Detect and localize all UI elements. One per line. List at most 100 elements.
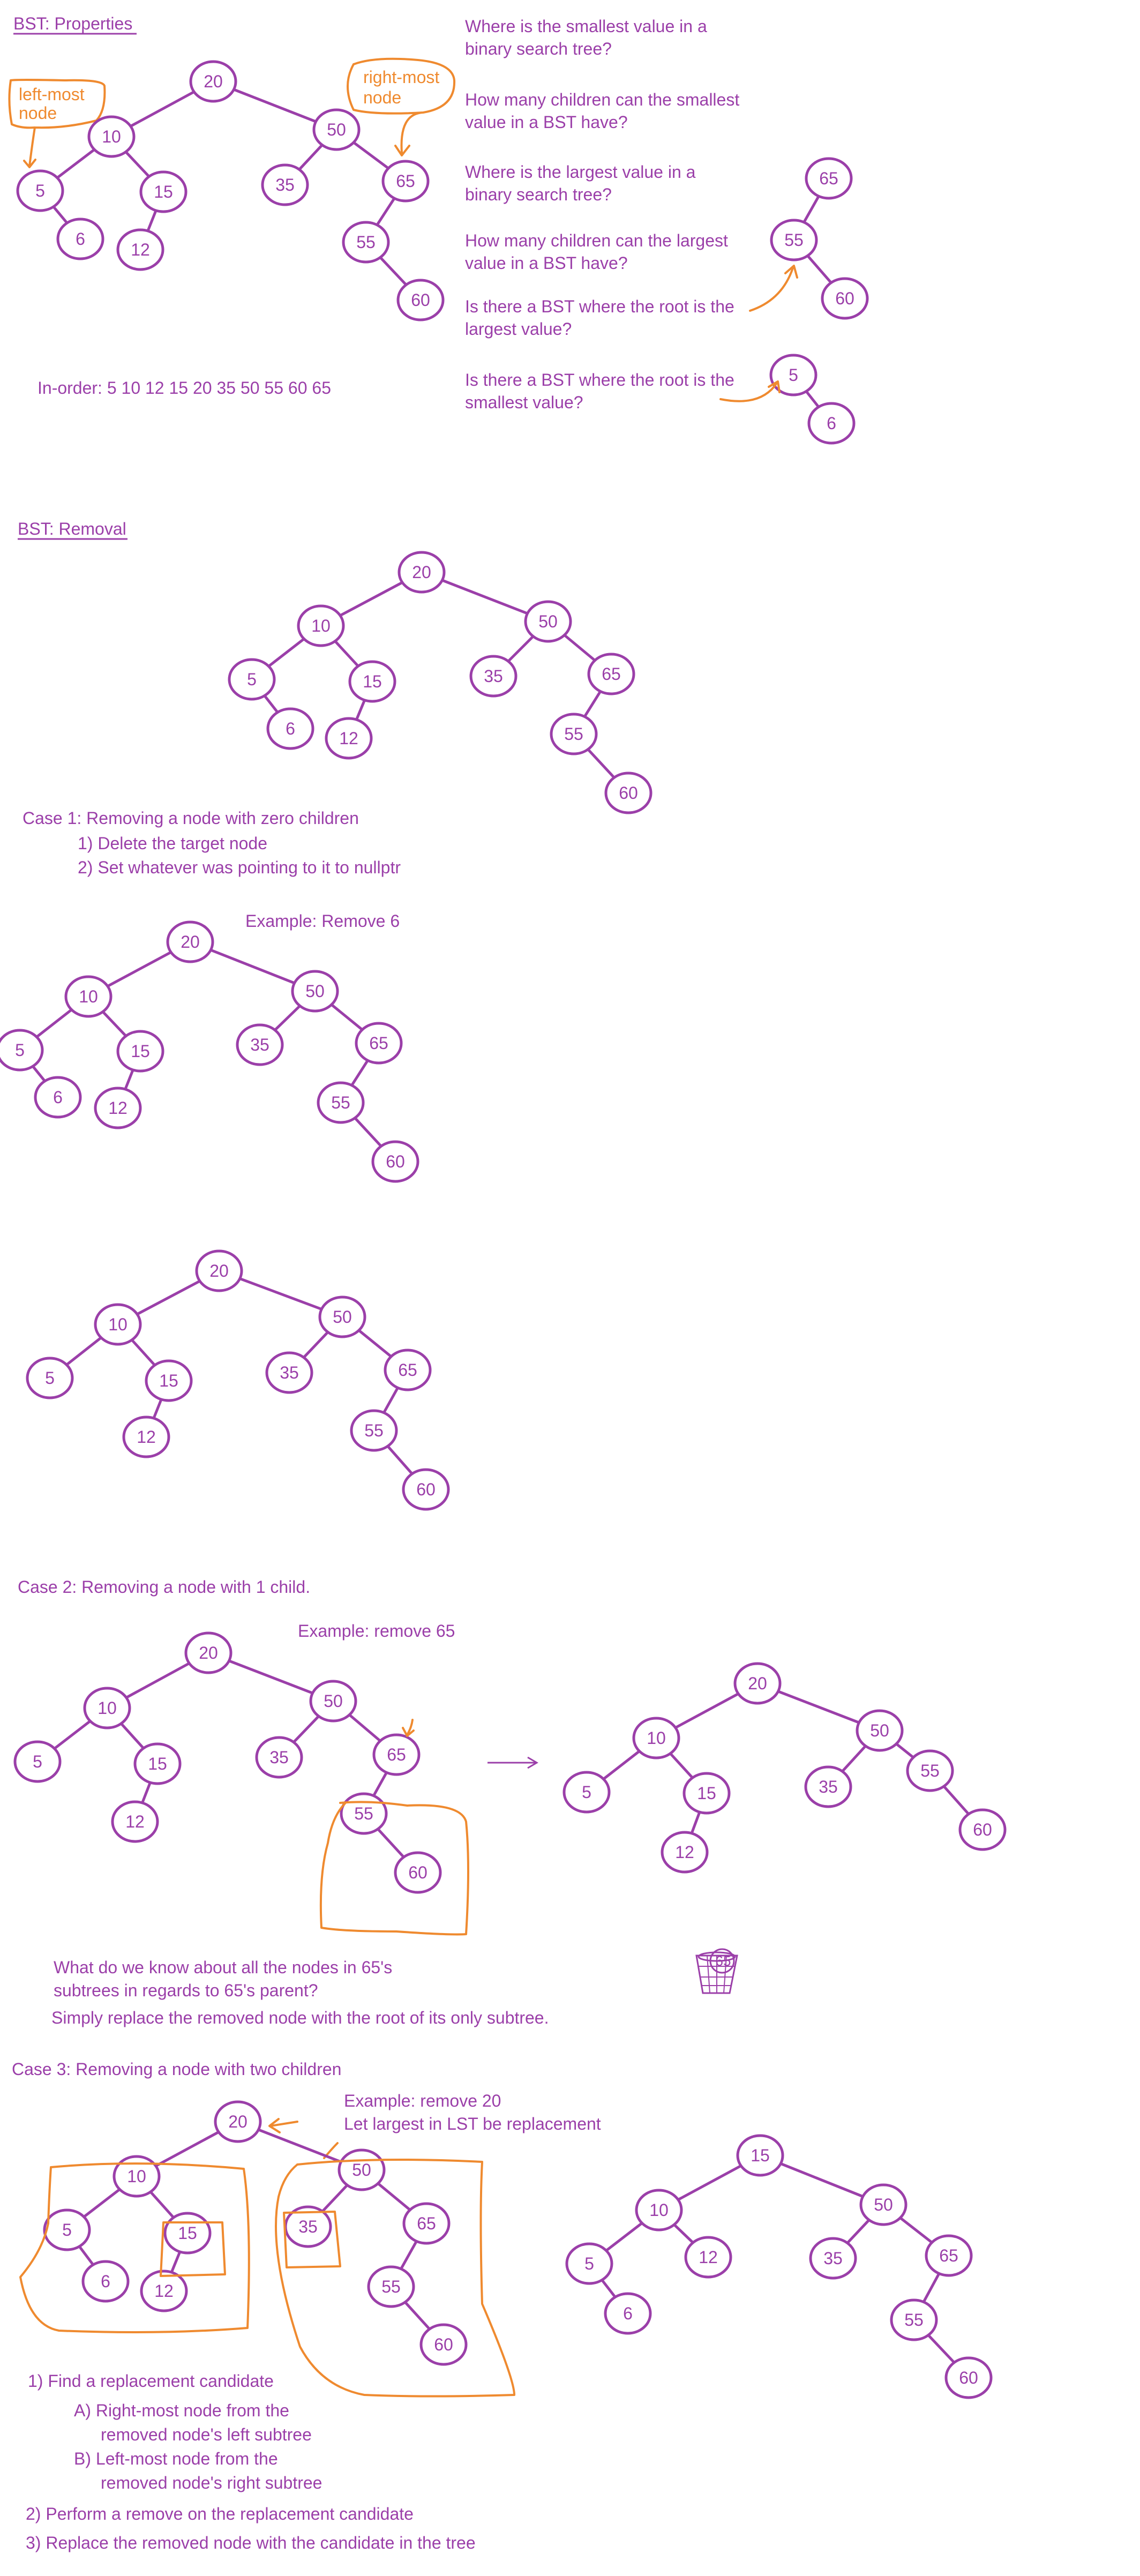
tree-node-label: 12 <box>131 240 150 259</box>
tree-node-65: 65 <box>925 2234 973 2277</box>
tree-node-label: 6 <box>101 2272 110 2291</box>
tree-node-60: 60 <box>394 1851 442 1894</box>
tree-node-circle <box>325 717 373 760</box>
tree-node-label: 35 <box>823 2249 843 2268</box>
tree-node-50: 50 <box>291 970 339 1013</box>
tree-node-label: 15 <box>363 672 382 691</box>
question-4-line1: How many children can the largest <box>465 231 728 250</box>
tree-node-12: 12 <box>684 2236 732 2279</box>
tree-node-circle <box>140 2270 188 2312</box>
tree-node-label: 15 <box>154 182 173 201</box>
tree-node-label: 5 <box>62 2220 72 2240</box>
tree-node-circle <box>805 157 853 200</box>
question-6-line2: smallest value? <box>465 393 583 412</box>
tree-node-35: 35 <box>261 163 309 206</box>
case2-example: Example: remove 65 <box>298 1621 455 1641</box>
tree-node-label: 60 <box>959 2368 978 2387</box>
tree-node-circle <box>265 1351 313 1394</box>
tree-node-circle <box>266 707 314 750</box>
case3-example-line2: Let largest in LST be replacement <box>344 2114 601 2133</box>
tree-node-20: 20 <box>166 920 214 963</box>
tree-node-circle <box>184 1631 232 1674</box>
tree-node-20: 20 <box>189 60 237 103</box>
tree-node-label: 12 <box>137 1427 156 1447</box>
tree-node-10: 10 <box>632 1717 680 1759</box>
tree-node-65: 65 <box>372 1733 421 1776</box>
tree-node-55: 55 <box>340 1792 388 1835</box>
tree-node-10: 10 <box>297 604 345 647</box>
rightmost-annotation-bubble <box>347 57 456 156</box>
tree-node-label: 60 <box>973 1820 992 1839</box>
tree-node-circle <box>340 1792 388 1835</box>
tree-node-circle <box>372 1733 421 1776</box>
tree-node-35: 35 <box>236 1023 284 1066</box>
tree-node-circle <box>944 2356 993 2399</box>
tree-node-6: 6 <box>266 707 314 750</box>
tree-node-circle <box>112 2155 161 2198</box>
tree-node-circle <box>367 2265 415 2308</box>
tree-node-12: 12 <box>111 1800 159 1843</box>
tree-node-label: 15 <box>751 2146 770 2165</box>
tree-node-label: 20 <box>204 72 223 91</box>
tree-node-5: 5 <box>16 169 64 212</box>
tree-node-circle <box>355 1022 403 1065</box>
tree-node-label: 60 <box>416 1480 436 1499</box>
tree-node-label: 55 <box>354 1804 373 1823</box>
tree-node-60: 60 <box>604 772 652 814</box>
tree-node-50: 50 <box>856 1709 904 1752</box>
tree-node-circle <box>139 170 188 213</box>
tree-node-circle <box>604 772 652 814</box>
tree-node-10: 10 <box>83 1687 131 1729</box>
tree-node-label: 65 <box>369 1034 388 1053</box>
tree-node-12: 12 <box>122 1416 170 1458</box>
tree-node-circle <box>807 402 856 445</box>
tree-node-circle <box>859 2183 908 2226</box>
question-4-line2: value in a BST have? <box>465 253 628 273</box>
tree-node-label: 6 <box>623 2304 633 2323</box>
tree-node-label: 65 <box>602 664 621 684</box>
tree-node-50: 50 <box>338 2148 386 2191</box>
tree-node-circle <box>166 920 214 963</box>
tree-node-55: 55 <box>890 2298 938 2341</box>
tree-node-10: 10 <box>112 2155 161 2198</box>
tree-node-60: 60 <box>402 1468 450 1511</box>
tree-node-circle <box>122 1416 170 1458</box>
tree-node-label: 12 <box>125 1812 145 1831</box>
tree-node-circle <box>16 169 64 212</box>
tree-node-5: 5 <box>26 1357 74 1399</box>
tree-node-label: 6 <box>76 229 85 249</box>
tree-node-65: 65 <box>355 1022 403 1065</box>
tree-node-circle <box>83 1687 131 1729</box>
tree-node-label: 5 <box>33 1752 42 1771</box>
tree-node-circle <box>635 2189 683 2231</box>
tree-node-55: 55 <box>770 219 818 261</box>
tree-node-50: 50 <box>524 600 572 643</box>
smallest-root-example-tree: 56 <box>769 354 856 445</box>
largest-root-arrow <box>749 265 798 312</box>
tree-node-20: 20 <box>733 1662 782 1705</box>
leftmost-label-line2: node <box>19 103 57 123</box>
tree-node-65: 65 <box>587 653 635 695</box>
tree-node-label: 5 <box>15 1040 25 1060</box>
tree-node-circle <box>255 1736 303 1779</box>
tree-node-12: 12 <box>325 717 373 760</box>
tree-node-circle <box>189 60 237 103</box>
tree-node-label: 6 <box>53 1088 63 1107</box>
tree-node-circle <box>26 1357 74 1399</box>
tree-node-label: 35 <box>269 1748 289 1767</box>
tree-node-label: 55 <box>364 1421 384 1440</box>
section-title-removal: BST: Removal <box>18 519 126 538</box>
tree-node-circle <box>682 1772 731 1815</box>
tree-node-20: 20 <box>195 1249 243 1292</box>
tree-node-circle <box>116 228 164 271</box>
tree-node-circle <box>394 1851 442 1894</box>
leftmost-annotation-bubble <box>8 79 106 168</box>
tree-node-6: 6 <box>604 2292 652 2335</box>
tree-node-label: 60 <box>619 783 638 803</box>
tree-node-65: 65 <box>402 2202 451 2245</box>
tree-node-circle <box>116 1030 164 1073</box>
